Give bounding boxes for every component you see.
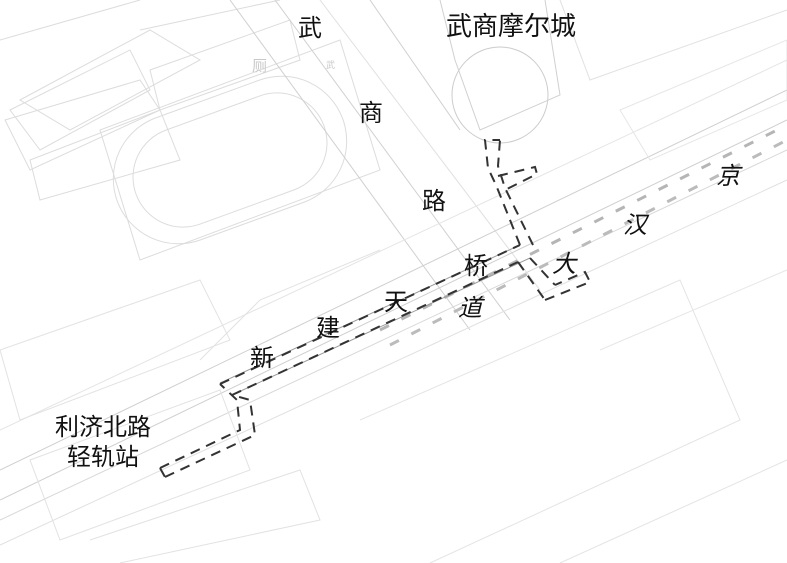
faint-label-toilet: 厕 [252,57,268,75]
faint-label-wu: 武 [326,61,336,71]
overpass-label-xin: 新 [250,344,274,372]
road-label-wu: 武 [298,14,322,42]
overpass-label-qiao: 桥 [464,252,488,280]
avenue-label-da: 大 [552,250,576,278]
overpass-label-tian: 天 [384,288,408,316]
station-label-line1: 利济北路 [55,413,151,441]
station-label: 利济北路 轻轨站 [55,412,151,472]
road-label-lu: 路 [422,187,446,215]
pedestrian-route-dashed [159,139,592,478]
road-label-shang: 商 [359,99,383,127]
overpass-label-jian: 建 [316,314,340,342]
avenue-label-jing: 京 [716,162,740,190]
station-label-line2: 轻轨站 [67,443,139,471]
avenue-label-dao: 道 [458,294,482,322]
avenue-label-han: 汉 [623,211,647,239]
mall-label: 武商摩尔城 [446,12,577,42]
